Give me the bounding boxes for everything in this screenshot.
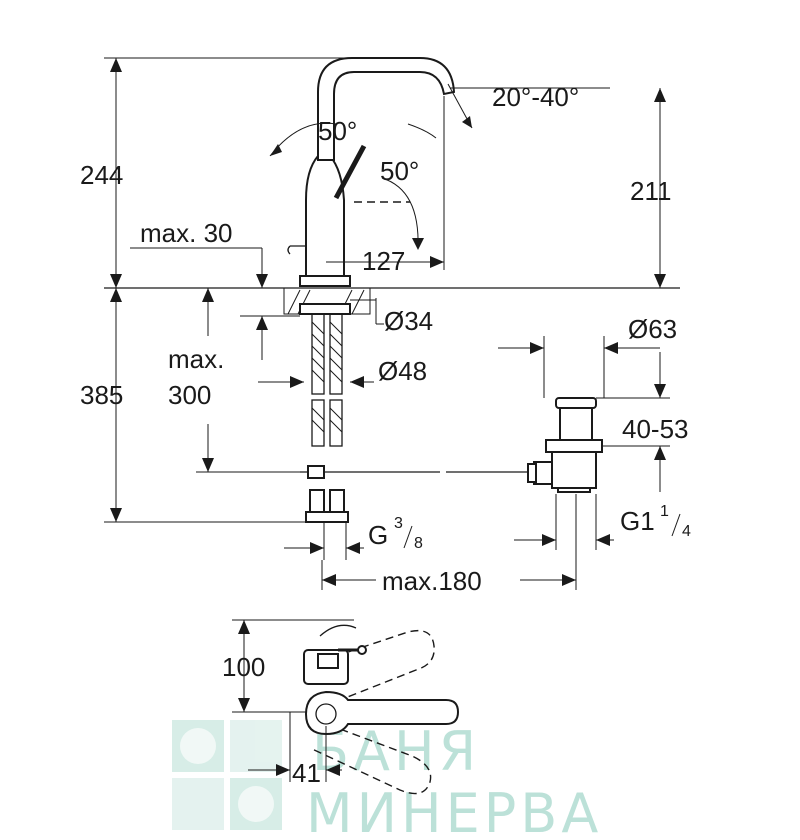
connection-thread-numerator: 3	[394, 515, 403, 532]
handle-angle-side-label: 50°	[380, 156, 419, 186]
popup-waste	[527, 397, 603, 590]
connector-right	[329, 489, 345, 513]
base-diameter-label: Ø48	[378, 356, 427, 386]
dim-waste-diameter: Ø63	[498, 314, 677, 398]
dim-connection-thread: G 3 8	[284, 515, 423, 560]
dim-waste-thread: G1 1 4	[514, 503, 691, 546]
dim-total-height: 244	[80, 57, 360, 288]
angle-arc-right	[407, 123, 437, 139]
spout-height-label: 211	[630, 176, 671, 206]
faucet-base	[299, 275, 351, 287]
supply-hose-right	[329, 313, 343, 395]
lever-handle	[333, 144, 367, 200]
waste-nut	[545, 439, 603, 453]
dim-spout-reach: 127	[326, 96, 445, 276]
spout	[317, 57, 456, 161]
waste-range-label: 40-53	[622, 414, 689, 444]
total-height-label: 244	[80, 160, 123, 190]
spout-reach-label: 127	[362, 246, 405, 276]
dim-waste-range: 40-53	[596, 352, 689, 492]
plan-view	[303, 624, 460, 795]
supply-hose-left	[311, 313, 325, 395]
watermark-line-2: МИНЕРВА	[306, 782, 602, 840]
waste-thread-denominator: 4	[682, 523, 691, 540]
plan-lever	[317, 653, 339, 669]
watermark-logo	[172, 720, 282, 830]
plan-spout	[304, 690, 460, 736]
spout-swivel-outline	[323, 629, 435, 701]
plan-lever-arc	[319, 624, 357, 637]
dim-waste-offset: max.180	[321, 560, 576, 596]
waste-thread-label: G1	[620, 506, 655, 536]
dim-spout-height: 211	[630, 88, 671, 288]
dim-deck-thickness: max. 30	[130, 218, 268, 360]
waste-diameter-label: Ø63	[628, 314, 677, 344]
below-deck-max-line-2: 300	[168, 380, 211, 410]
deck-thickness-label: max. 30	[140, 218, 233, 248]
angle-arc-lever	[381, 177, 419, 249]
below-deck-max-line-1: max.	[168, 344, 224, 374]
watermark: БАНЯ МИНЕРВА	[172, 720, 602, 840]
handle-angle-top-label: 50°	[318, 116, 357, 146]
hole-diameter-label: Ø34	[384, 306, 433, 336]
dim-below-deck: 385 max. 300	[80, 288, 310, 523]
connector-left	[309, 489, 325, 513]
dim-plan-width: 41	[248, 712, 342, 788]
spout-swivel-label: 20°-40°	[492, 82, 579, 112]
connection-thread-label: G	[368, 520, 388, 550]
plan-depth-label: 100	[222, 652, 265, 682]
faucet-elevation: 50° 50° 20°-40°	[104, 57, 680, 289]
waste-thread-numerator: 1	[660, 503, 669, 520]
plan-width-label: 41	[292, 758, 321, 788]
waste-flange	[555, 397, 597, 409]
dim-diameters: Ø34 Ø48	[240, 298, 433, 388]
faucet-body	[305, 155, 345, 279]
below-deck-assembly	[283, 287, 528, 523]
below-deck-total-label: 385	[80, 380, 123, 410]
waste-offset-label: max.180	[382, 566, 482, 596]
popup-rod	[287, 245, 306, 255]
connection-thread-denominator: 8	[414, 535, 423, 552]
dim-plan-depth: 100	[222, 619, 354, 713]
